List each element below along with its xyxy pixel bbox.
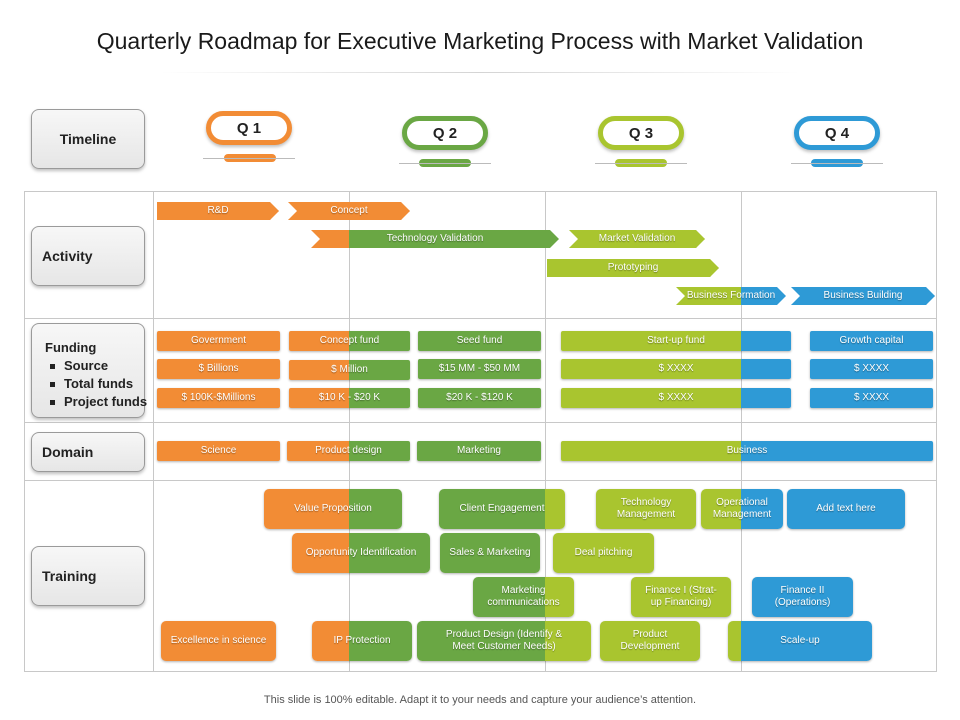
funding-item: Source (49, 357, 147, 375)
quarter-underline (595, 163, 687, 164)
domain-business: Business (561, 441, 933, 461)
training-product-design: Product Design (Identify & Meet Customer… (417, 621, 591, 661)
row-label-text: Activity (42, 248, 93, 264)
row-label-text: Timeline (59, 131, 117, 147)
funding-list: Funding Source Total funds Project funds (45, 339, 147, 411)
training-value-proposition: Value Proposition (264, 489, 402, 529)
quarter-q2: Q 2 (402, 116, 488, 150)
funding-project-q2: $20 K - $120 K (418, 388, 541, 408)
funding-item: Total funds (49, 375, 147, 393)
quarter-underline (791, 163, 883, 164)
training-ip-protection: IP Protection (312, 621, 412, 661)
training-add-text-here: Add text here (787, 489, 905, 529)
row-label-training: Training (31, 546, 145, 606)
quarter-label: Q 4 (824, 124, 850, 142)
training-excellence-in-science: Excellence in science (161, 621, 276, 661)
grid-column-divider (153, 191, 154, 672)
training-finance-ii: Finance II (Operations) (752, 577, 853, 617)
funding-project-q4: $ XXXX (810, 388, 933, 408)
activity-prototyping: Prototyping (547, 259, 719, 277)
quarter-q4: Q 4 (794, 116, 880, 150)
funding-source-q3: Start-up fund (561, 331, 791, 351)
row-label-activity: Activity (31, 226, 145, 286)
row-label-domain: Domain (31, 432, 145, 472)
grid-row-divider (24, 422, 937, 423)
training-client-engagement: Client Engagement (439, 489, 565, 529)
funding-project-q1b: $10 K - $20 K (289, 388, 410, 408)
funding-source-q4: Growth capital (810, 331, 933, 351)
funding-total-q1a: $ Billions (157, 359, 280, 379)
activity-business-building: Business Building (791, 287, 935, 305)
domain-science: Science (157, 441, 280, 461)
quarter-q1: Q 1 (206, 111, 292, 145)
funding-item: Project funds (49, 394, 148, 409)
domain-marketing: Marketing (417, 441, 541, 461)
footer-note: This slide is 100% editable. Adapt it to… (263, 694, 697, 706)
activity-concept: Concept (288, 202, 410, 220)
grid-column-divider (349, 191, 350, 672)
row-label-timeline: Timeline (31, 109, 145, 169)
training-marketing-communications: Marketing communications (473, 577, 574, 617)
quarter-label: Q 2 (432, 124, 458, 142)
activity-technology-validation: Technology Validation (311, 230, 559, 248)
funding-source-q1b: Concept fund (289, 331, 410, 351)
funding-total-q4: $ XXXX (810, 359, 933, 379)
grid-row-divider (24, 480, 937, 481)
funding-total-q3: $ XXXX (561, 359, 791, 379)
row-label-funding: Funding Source Total funds Project funds (31, 323, 147, 418)
funding-total-q1b: $ Million (289, 360, 410, 380)
roadmap-grid (24, 191, 937, 672)
funding-project-q3: $ XXXX (561, 388, 791, 408)
training-finance-i: Finance I (Strat- up Financing) (631, 577, 731, 617)
training-product-development: Product Development (600, 621, 700, 661)
title-divider (160, 72, 800, 73)
quarter-q3: Q 3 (598, 116, 684, 150)
funding-project-q1a: $ 100K-$Millions (157, 388, 280, 408)
training-operational-management: Operational Management (701, 489, 783, 529)
domain-product-design: Product design (287, 441, 410, 461)
grid-row-divider (24, 318, 937, 319)
quarter-underline (203, 158, 295, 159)
page-title: Quarterly Roadmap for Executive Marketin… (96, 28, 864, 54)
row-label-text: Domain (42, 444, 94, 460)
quarter-label: Q 3 (628, 124, 654, 142)
activity-business-formation: Business Formation (676, 287, 786, 305)
grid-column-divider (545, 191, 546, 672)
training-deal-pitching: Deal pitching (553, 533, 654, 573)
grid-column-divider (741, 191, 742, 672)
activity-market-validation: Market Validation (569, 230, 705, 248)
training-sales-marketing: Sales & Marketing (440, 533, 540, 573)
funding-source-q1a: Government (157, 331, 280, 351)
funding-source-q2: Seed fund (418, 331, 541, 351)
training-technology-management: Technology Management (596, 489, 696, 529)
quarter-underline (399, 163, 491, 164)
training-opportunity-identification: Opportunity Identification (292, 533, 430, 573)
funding-total-q2: $15 MM - $50 MM (418, 359, 541, 379)
funding-title: Funding (45, 340, 97, 355)
quarter-label: Q 1 (236, 119, 262, 137)
row-label-text: Training (42, 568, 97, 584)
training-scale-up: Scale-up (728, 621, 872, 661)
activity-rnd: R&D (157, 202, 279, 220)
